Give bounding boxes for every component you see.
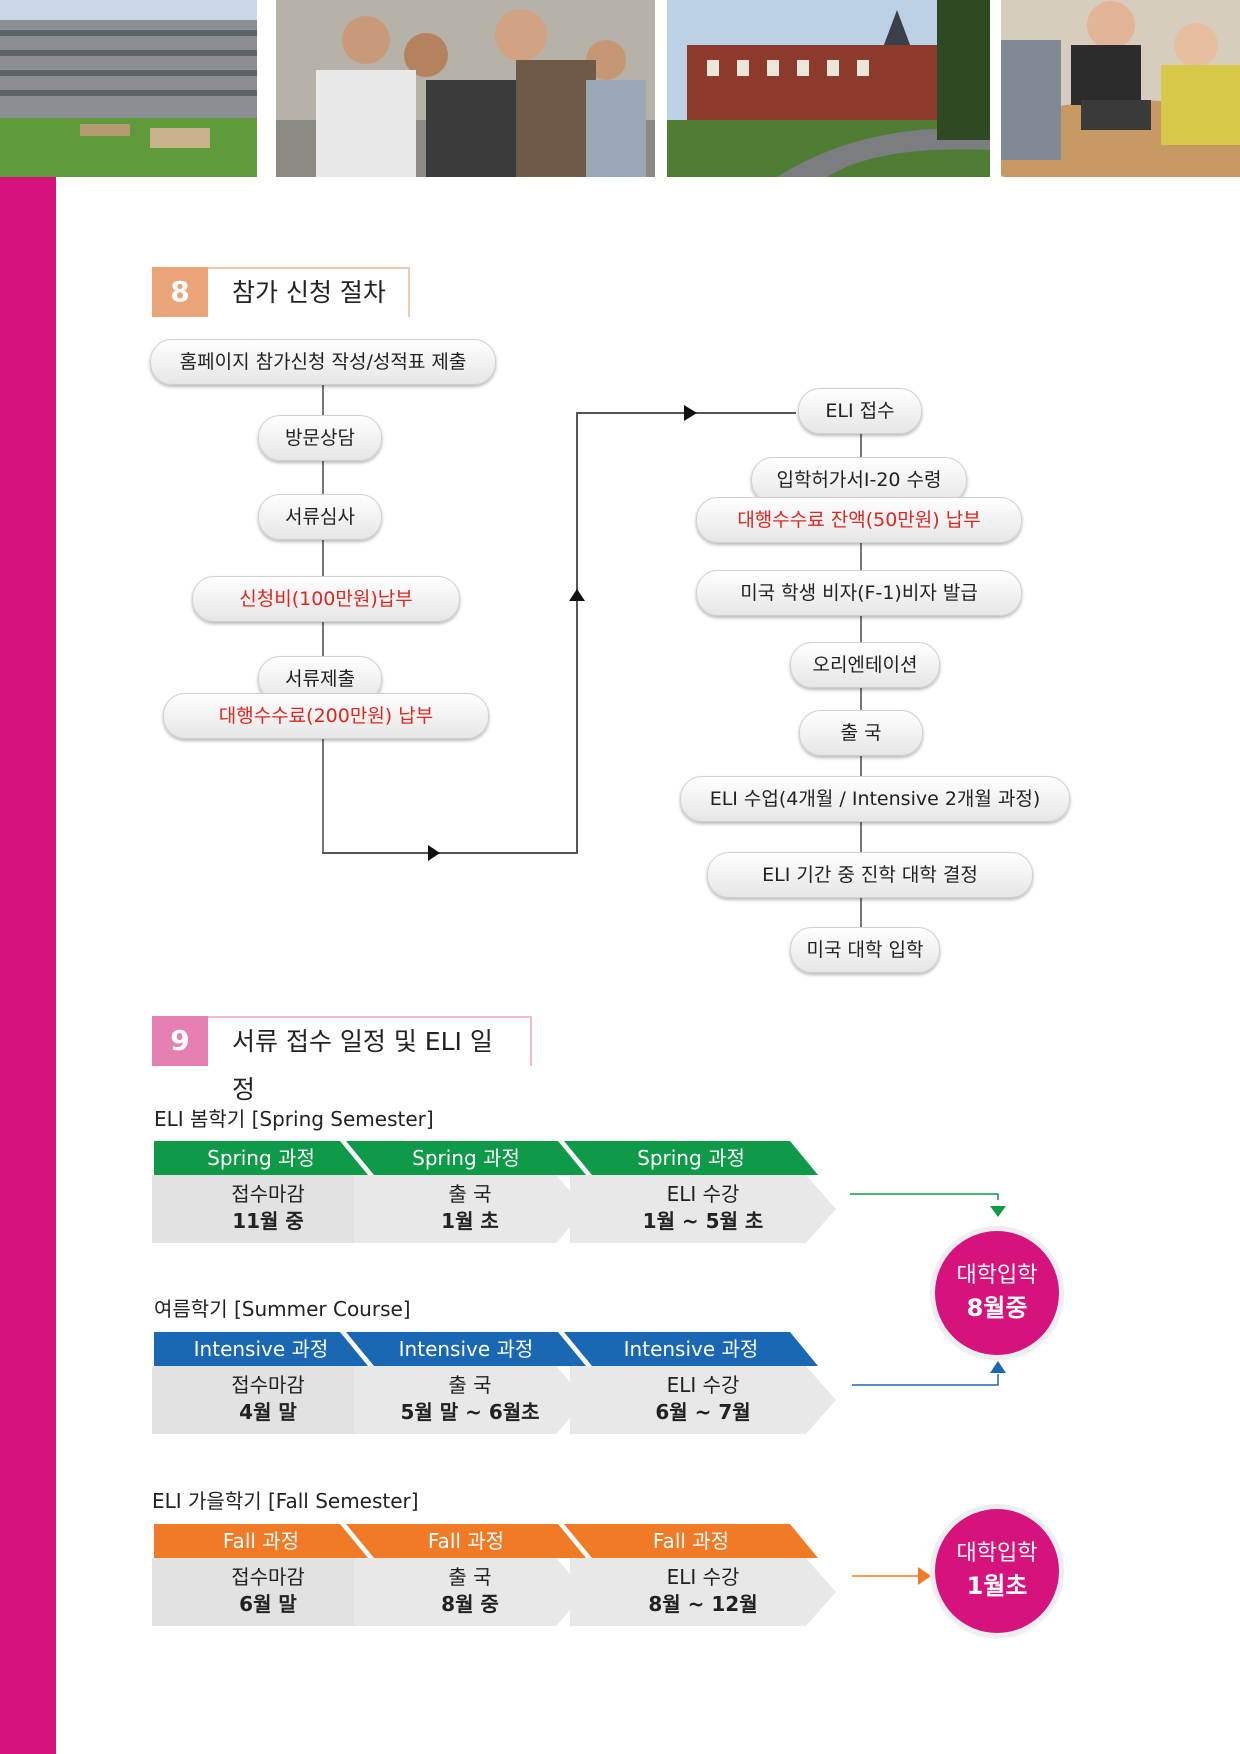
step-date: 11월 중 (232, 1209, 304, 1233)
spring-step-deadline: 접수마감 11월 중 (152, 1175, 384, 1243)
result-connectors (850, 1193, 1006, 1585)
students-group-photo (276, 0, 655, 177)
summer-step-eli: ELI 수강 6월 ~ 7월 (570, 1366, 836, 1434)
step-university-decision: ELI 기간 중 진학 대학 결정 (707, 852, 1033, 898)
summer-to-result-line (852, 1374, 999, 1386)
step-date: 8월 ~ 12월 (648, 1592, 758, 1616)
step-visit-consultation: 방문상담 (258, 415, 382, 461)
summer-arrow-up-icon (990, 1361, 1006, 1373)
step-title: 접수마감 (231, 1182, 305, 1206)
step-date: 8월 중 (441, 1592, 499, 1616)
step-us-university-admission: 미국 대학 입학 (790, 927, 940, 973)
section-title: 서류 접수 일정 및 ELI 일정 (208, 1016, 532, 1104)
result-title: 대학입학 (956, 1541, 1038, 1566)
result-date: 1월초 (966, 1572, 1028, 1600)
fall-step-header: Fall 과정 (154, 1524, 368, 1558)
step-agency-fee-balance: 대행수수료 잔액(50만원) 납부 (696, 497, 1022, 543)
step-departure: 출 국 (799, 710, 923, 756)
campus-building-photo (0, 0, 257, 177)
step-title: ELI 수강 (666, 1373, 740, 1397)
bottom-connector-line (322, 852, 578, 854)
step-title: 접수마감 (231, 1565, 305, 1589)
spring-step-eli: ELI 수강 1월 ~ 5월 초 (570, 1175, 836, 1243)
step-agency-fee: 대행수수료(200만원) 납부 (163, 693, 489, 739)
students-laptop-photo (1001, 0, 1240, 177)
spring-step-header: Spring 과정 (564, 1141, 818, 1175)
spring-step-header: Spring 과정 (346, 1141, 586, 1175)
step-orientation: 오리엔테이션 (790, 642, 940, 688)
flow-arrows (428, 405, 697, 861)
fall-step-deadline: 접수마감 6월 말 (152, 1558, 384, 1626)
step-document-review: 서류심사 (258, 494, 382, 540)
step-eli-receipt: ELI 접수 (798, 388, 922, 434)
step-date: 6월 말 (239, 1592, 297, 1616)
step-eli-classes: ELI 수업(4개월 / Intensive 2개월 과정) (680, 776, 1070, 822)
step-date: 1월 초 (441, 1209, 499, 1233)
summer-step-header: Intensive 과정 (154, 1332, 368, 1366)
summer-step-departure: 출 국 5월 말 ~ 6월초 (354, 1366, 586, 1434)
step-date: 1월 ~ 5월 초 (642, 1209, 764, 1233)
summer-step-deadline: 접수마감 4월 말 (152, 1366, 384, 1434)
fall-step-eli: ELI 수강 8월 ~ 12월 (570, 1558, 836, 1626)
section-title: 참가 신청 절차 (208, 267, 410, 317)
section-8-header: 8 참가 신청 절차 (152, 267, 412, 317)
result-title: 대학입학 (956, 1263, 1038, 1288)
step-visa-issuance: 미국 학생 비자(F-1)비자 발급 (696, 570, 1022, 616)
result-circle-august: 대학입학 8월중 (935, 1231, 1059, 1355)
summer-course-label: 여름학기 [Summer Course] (154, 1297, 411, 1321)
fall-step-departure: 출 국 8월 중 (354, 1558, 586, 1626)
step-date: 6월 ~ 7월 (655, 1400, 751, 1424)
step-date: 4월 말 (239, 1400, 297, 1424)
section-number: 8 (152, 267, 208, 317)
summer-step-header: Intensive 과정 (564, 1332, 818, 1366)
step-title: ELI 수강 (666, 1565, 740, 1589)
left-connector-down (322, 738, 324, 854)
spring-to-result-line (850, 1193, 999, 1200)
campus-hall-photo (667, 0, 990, 177)
fall-step-header: Fall 과정 (346, 1524, 586, 1558)
spring-arrow-down-icon (990, 1206, 1006, 1217)
summer-step-header: Intensive 과정 (346, 1332, 586, 1366)
result-circle-january: 대학입학 1월초 (935, 1509, 1059, 1633)
step-title: 접수마감 (231, 1373, 305, 1397)
step-title: ELI 수강 (666, 1182, 740, 1206)
arrow-right-bottom (428, 845, 440, 861)
result-date: 8월중 (966, 1294, 1028, 1322)
step-date: 5월 말 ~ 6월초 (400, 1400, 540, 1424)
spring-step-departure: 출 국 1월 초 (354, 1175, 586, 1243)
section-9-header: 9 서류 접수 일정 및 ELI 일정 (152, 1016, 532, 1104)
step-title: 출 국 (448, 1565, 492, 1589)
fall-arrow-right-icon (918, 1567, 931, 1585)
middle-connector-line (576, 413, 578, 854)
fall-step-header: Fall 과정 (564, 1524, 818, 1558)
spring-step-header: Spring 과정 (154, 1141, 368, 1175)
arrow-right-top (684, 405, 697, 421)
step-title: 출 국 (448, 1182, 492, 1206)
step-online-application: 홈페이지 참가신청 작성/성적표 제출 (150, 339, 496, 385)
section-number: 9 (152, 1016, 208, 1066)
side-accent-bar (0, 177, 56, 1754)
arrow-up-middle (569, 589, 585, 601)
fall-semester-label: ELI 가을학기 [Fall Semester] (152, 1489, 419, 1513)
spring-semester-label: ELI 봄학기 [Spring Semester] (154, 1107, 434, 1131)
step-application-fee: 신청비(100만원)납부 (192, 576, 460, 622)
step-title: 출 국 (448, 1373, 492, 1397)
